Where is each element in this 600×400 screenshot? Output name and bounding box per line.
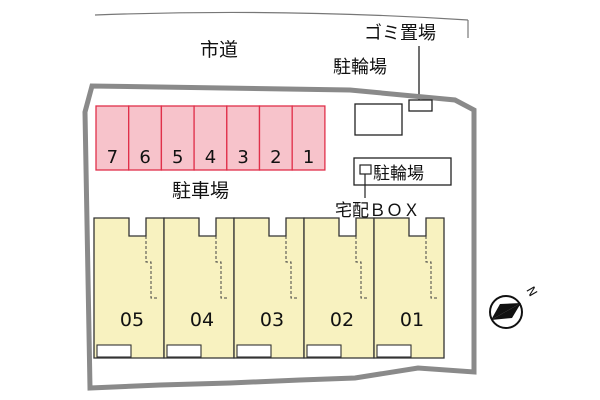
road-edge — [94, 11, 469, 21]
parking-space-number: 7 — [107, 147, 118, 168]
unit-entrance — [306, 344, 342, 358]
unit-outline — [303, 217, 375, 359]
unit-number: 01 — [400, 309, 424, 331]
bicycle-parking-top-label: 駐輪場 — [333, 57, 387, 78]
unit-outline — [93, 217, 165, 359]
parking-space — [226, 105, 261, 171]
compass-needle-tail — [491, 303, 521, 320]
parking-space — [193, 105, 228, 171]
bicycle-parking-box-label: 駐輪場 — [373, 164, 424, 184]
parking-space — [291, 105, 326, 171]
unit-outline — [233, 217, 305, 359]
parking-space-number: 4 — [205, 147, 216, 168]
bicycle-parking-top-box — [354, 103, 403, 136]
unit-entrance — [236, 344, 272, 358]
unit-dashed-line — [285, 236, 297, 299]
garbage-box — [408, 99, 433, 112]
garbage-area-label: ゴミ置場 — [364, 23, 436, 44]
site-boundary — [82, 83, 477, 391]
unit-outline — [373, 217, 445, 359]
unit-dashed-line — [425, 236, 437, 299]
compass-north-label: N — [523, 284, 540, 299]
compass: N — [489, 284, 540, 329]
parking-space-number: 6 — [139, 147, 150, 168]
parking-space — [95, 105, 130, 171]
parking-space — [258, 105, 293, 171]
parking-space-number: 5 — [172, 147, 183, 168]
unit-number: 03 — [260, 309, 284, 331]
unit-dashed-line — [215, 236, 227, 299]
unit-number: 04 — [190, 309, 214, 331]
delivery-box-marker — [359, 164, 372, 175]
unit-entrance — [96, 344, 132, 358]
parking-space — [160, 105, 195, 171]
parking-space-number: 2 — [270, 147, 281, 168]
unit-dashed-line — [355, 236, 367, 299]
unit-entrance — [376, 344, 412, 358]
parking-space-number: 1 — [303, 147, 314, 168]
road-label: 市道 — [200, 39, 238, 61]
unit-number: 05 — [120, 309, 144, 331]
parking-space — [128, 105, 163, 171]
units: 05 04 03 02 01 — [93, 217, 445, 359]
unit-number: 02 — [330, 309, 354, 331]
parking-label: 駐車場 — [172, 180, 229, 202]
unit-outline — [163, 217, 235, 359]
parking-space-number: 3 — [237, 147, 248, 168]
unit-dashed-line — [145, 236, 157, 299]
unit-entrance — [166, 344, 202, 358]
delivery-box-label: 宅配ＢＯＸ — [335, 201, 420, 221]
